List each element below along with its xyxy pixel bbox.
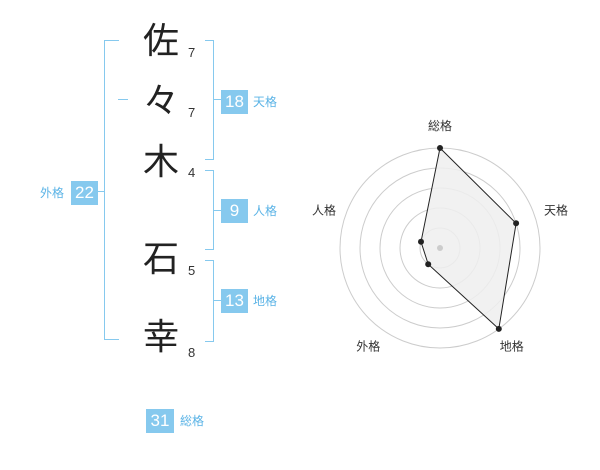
radar-axis-label-1: 総格: [428, 118, 452, 133]
radar-point-2: [513, 220, 520, 227]
name-char-4: 石: [142, 239, 179, 280]
tenkaku-label: 天格: [253, 95, 278, 109]
gaikaku-label: 外格: [40, 186, 65, 200]
tenkaku-value: 18: [221, 90, 248, 114]
tenkaku-bracket: [205, 40, 214, 160]
radar-axis-label-5: 人格: [312, 202, 336, 217]
name-char-1: 佐: [142, 21, 179, 62]
chikaku-value: 13: [221, 289, 248, 313]
radar-axis-label-2: 天格: [544, 202, 568, 217]
gaikaku-bracket: [104, 40, 119, 340]
radar-axis-label-4: 外格: [356, 339, 380, 354]
chikaku-bracket: [205, 260, 214, 342]
radar-axis-label-3: 地格: [500, 339, 524, 354]
soukaku-value: 31: [146, 409, 174, 433]
stroke-count-5: 8: [188, 345, 196, 360]
stroke-count-1: 7: [188, 45, 196, 60]
name-char-3: 木: [142, 142, 179, 183]
radar-area: [420, 146, 517, 330]
chikaku-label: 地格: [253, 294, 278, 308]
stroke-count-2: 7: [188, 105, 196, 120]
stroke-count-3: 4: [188, 165, 196, 180]
stroke-count-4: 5: [188, 263, 196, 278]
jinkaku-value: 9: [221, 199, 248, 223]
name-char-2: 々: [142, 81, 179, 122]
gaikaku-bracket-tick: [118, 99, 128, 100]
chikaku-bracket-tick: [213, 300, 221, 301]
gaikaku-value: 22: [71, 181, 98, 205]
jinkaku-label: 人格: [253, 204, 278, 218]
radar-point-3: [495, 325, 502, 332]
radar-point-5: [418, 238, 424, 245]
radar-point-1: [437, 145, 443, 151]
jinkaku-bracket-tick: [213, 210, 221, 211]
tenkaku-bracket-tick: [213, 99, 221, 100]
gaikaku-bracket-pointer: [96, 191, 104, 192]
radar-point-4: [425, 261, 432, 268]
name-char-5: 幸: [142, 317, 179, 358]
radar-center-dot: [437, 245, 443, 251]
soukaku-label: 総格: [180, 414, 205, 428]
